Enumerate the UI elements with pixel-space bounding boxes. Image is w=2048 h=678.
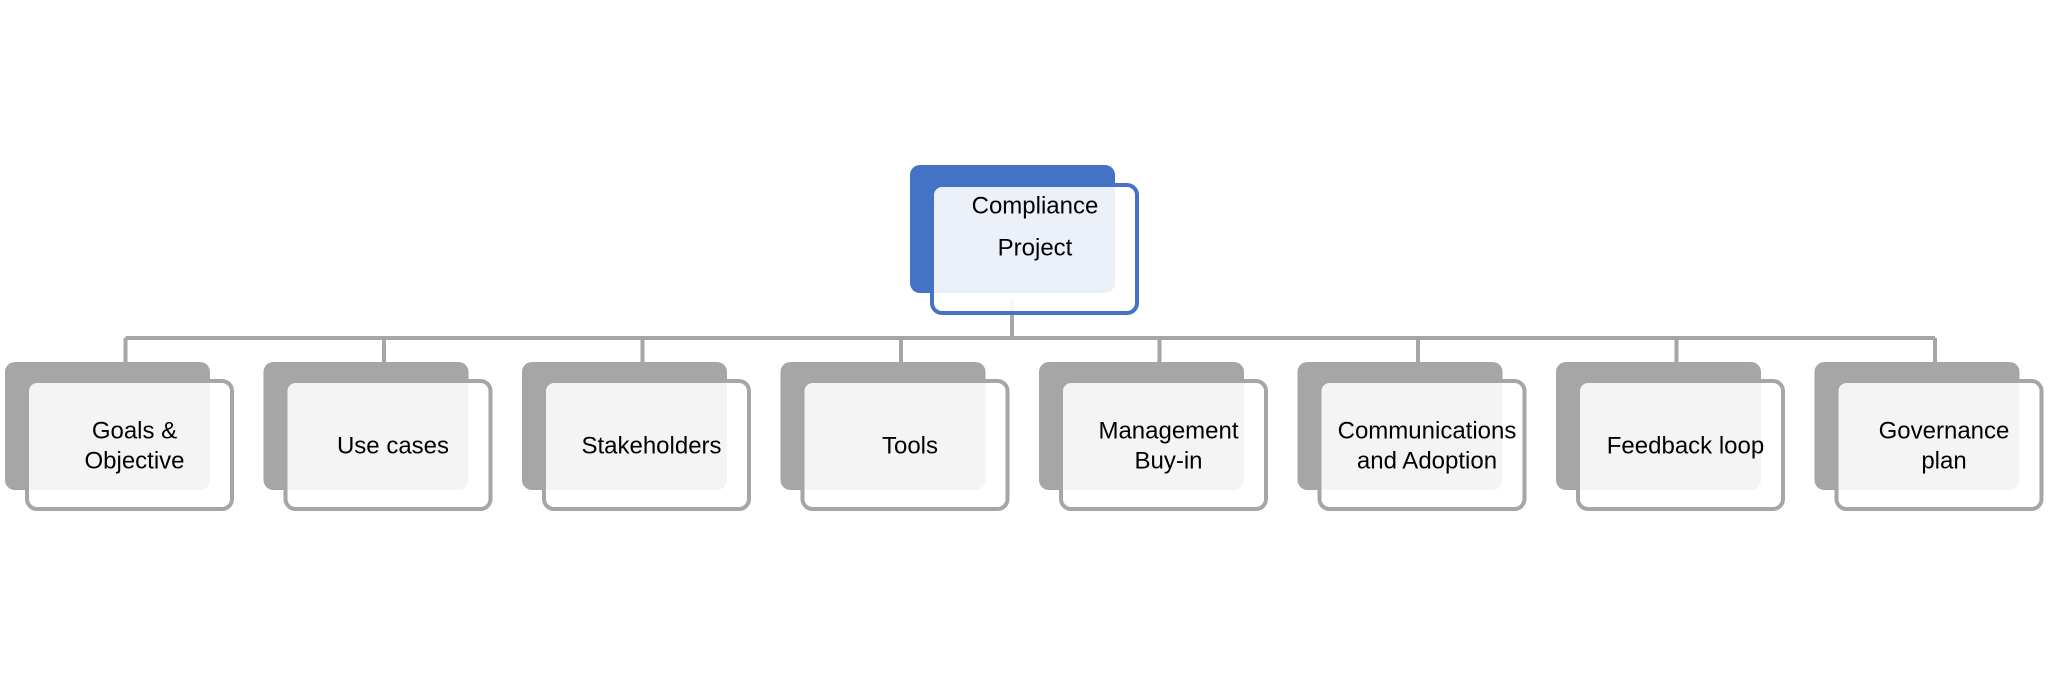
child-node-label-line: Management (1098, 417, 1238, 444)
child-node-feedback: Feedback loop (1556, 362, 1785, 511)
child-node-front-card (283, 379, 493, 511)
child-node-front-card (25, 379, 234, 511)
child-node-front-card (1317, 379, 1527, 511)
child-node-label-line: Objective (84, 447, 184, 474)
child-node-label-line: Tools (882, 432, 938, 459)
child-node-tools: Tools (780, 362, 1010, 511)
child-nodes: Goals & Objective Use cases Stakeholders Too… (5, 362, 2044, 511)
child-node-label-line: Feedback loop (1607, 432, 1764, 459)
connector-lines (123, 300, 1937, 364)
child-node-label-line: Use cases (337, 432, 449, 459)
child-node-front-card (1059, 379, 1268, 511)
child-node-communications: Communications and Adoption (1297, 362, 1527, 511)
child-node-label-line: Goals & (92, 417, 177, 444)
child-node-label-line: plan (1921, 447, 1966, 474)
root-node-front-card (930, 183, 1139, 315)
child-node-use-cases: Use cases (263, 362, 493, 511)
child-node-governance: Governance plan (1814, 362, 2044, 511)
child-node-goals: Goals & Objective (5, 362, 234, 511)
child-node-front-card (800, 379, 1010, 511)
root-label-line: Compliance (972, 192, 1099, 219)
child-node-label-line: and Adoption (1357, 447, 1497, 474)
root-label-line: Project (998, 234, 1073, 261)
child-node-stakeholders: Stakeholders (522, 362, 751, 511)
child-node-label-line: Stakeholders (581, 432, 721, 459)
child-node-label-line: Communications (1338, 417, 1517, 444)
child-node-label-line: Buy-in (1134, 447, 1202, 474)
child-node-label-line: Governance (1879, 417, 2010, 444)
child-node-front-card (1834, 379, 2044, 511)
child-node-front-card (542, 379, 751, 511)
child-node-front-card (1576, 379, 1785, 511)
